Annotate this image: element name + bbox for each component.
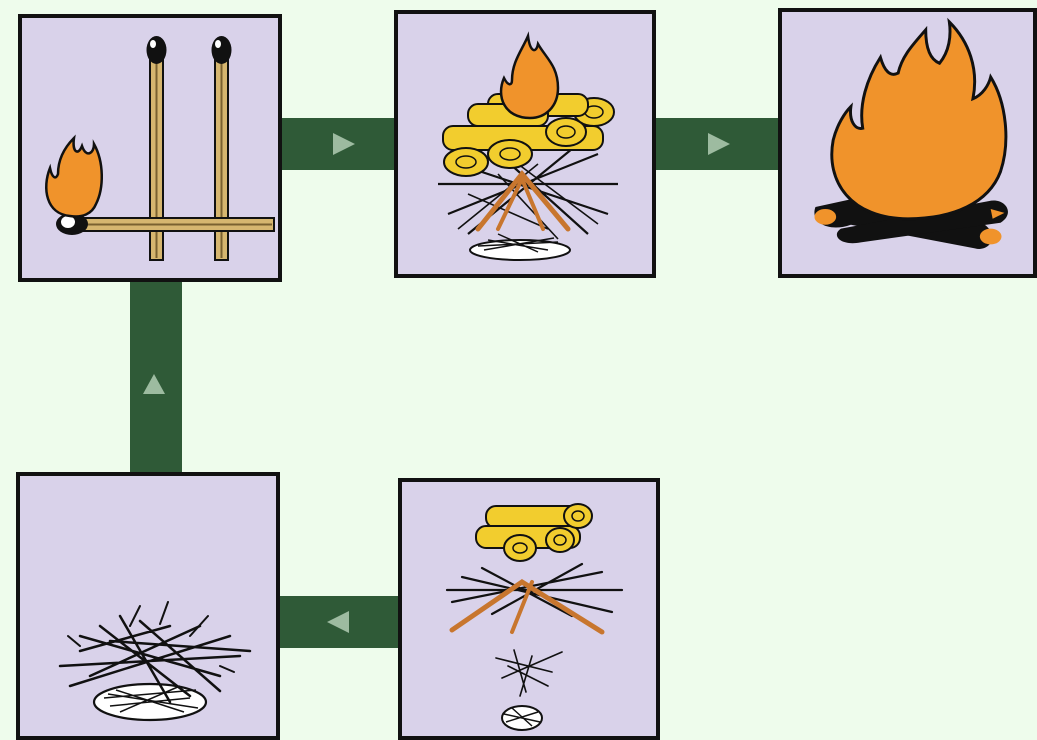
left-arrow-icon bbox=[327, 611, 349, 633]
step-panel-kindling-and-logs bbox=[398, 478, 660, 740]
right-arrow-icon bbox=[708, 133, 730, 155]
right-arrow-icon bbox=[333, 133, 355, 155]
step-panel-log-cabin-fire bbox=[394, 10, 656, 278]
campfire-icon bbox=[814, 17, 1008, 249]
kindling-and-logs-icon bbox=[445, 503, 624, 731]
tinder-nest-icon bbox=[58, 601, 252, 722]
step-panel-campfire bbox=[778, 8, 1037, 278]
lit-matches-icon bbox=[45, 36, 275, 261]
up-arrow-icon bbox=[143, 374, 165, 394]
log-cabin-fire-icon bbox=[438, 31, 618, 261]
step-panel-lit-matches bbox=[18, 14, 282, 282]
step-panel-tinder-nest bbox=[16, 472, 280, 740]
